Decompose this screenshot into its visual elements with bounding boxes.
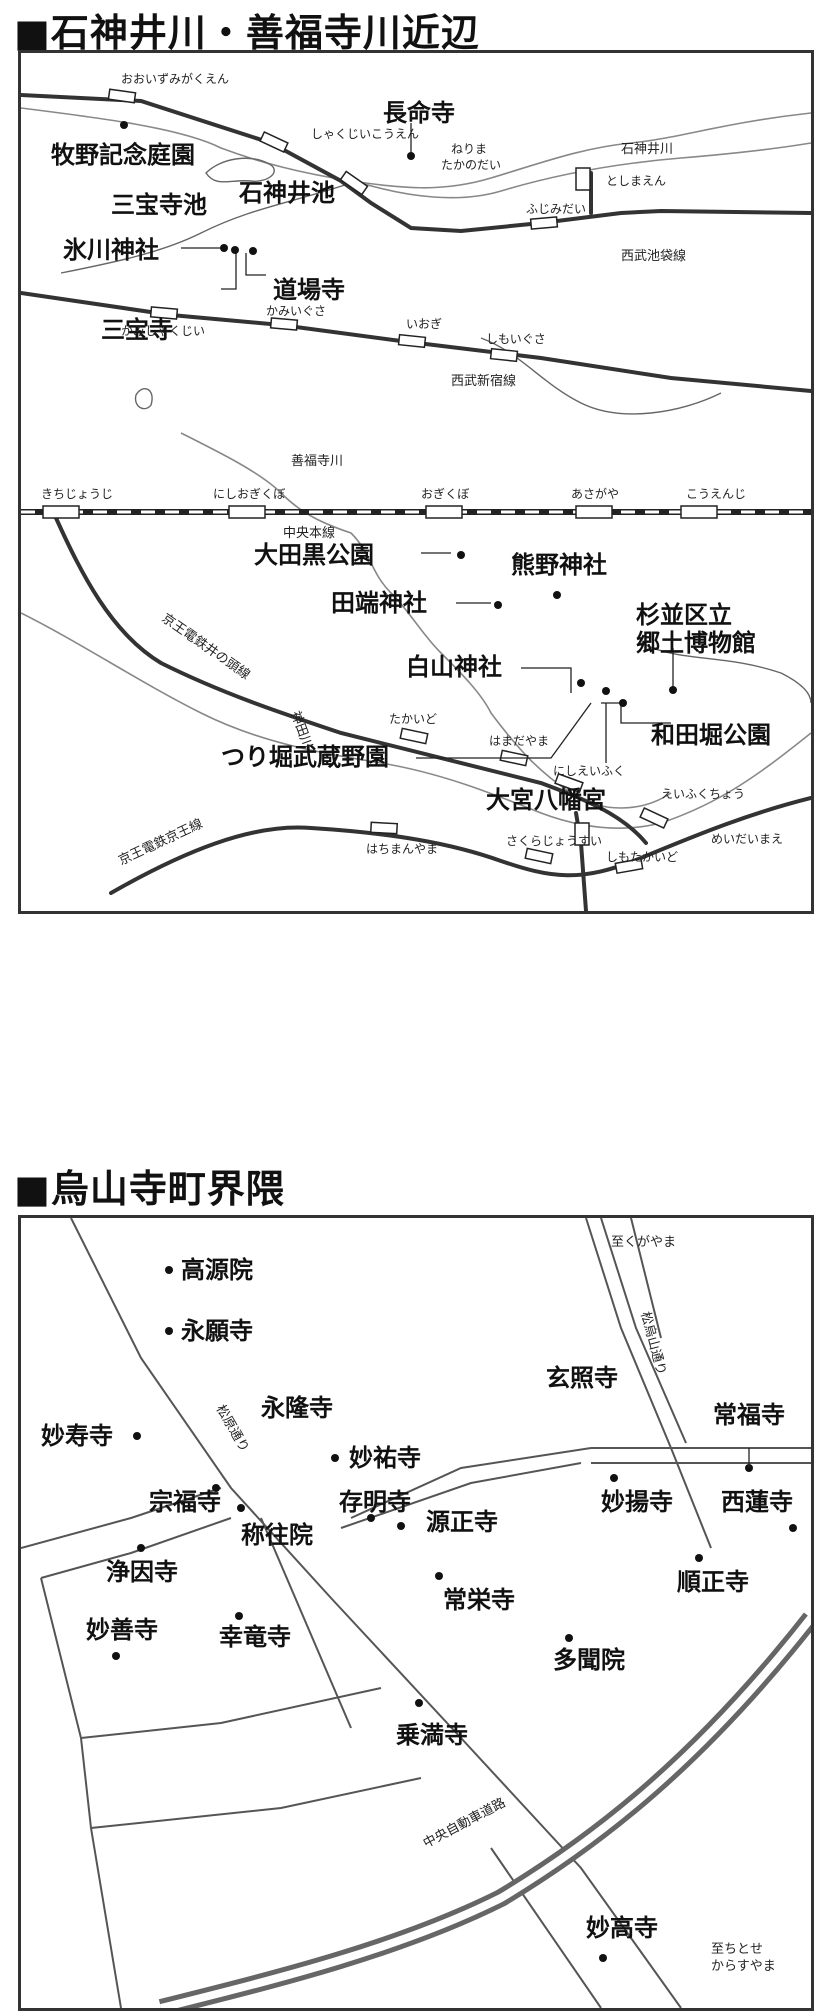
keio-inokashira-line: [54, 516, 648, 845]
station-takaido: たかいど: [389, 712, 437, 726]
station-markers: [42, 88, 718, 875]
map-canvas-1: 牧野記念庭園 長命寺 三宝寺池 石神井池 氷川神社 道場寺 三宝寺 大田黒公園 …: [21, 71, 811, 911]
river-zenpukuji: 善福寺川: [291, 453, 343, 469]
place-dots: [120, 121, 677, 707]
station-asagaya: あさがや: [571, 486, 619, 501]
station-kichijoji: きちじょうじ: [41, 487, 113, 501]
map-canvas-2: 高源院 永願寺 永隆寺 妙寿寺 妙祐寺 玄照寺 常福寺 宗福寺 存明寺 妙揚寺 …: [21, 1218, 811, 2008]
leader-lines: [181, 123, 674, 763]
temple-junshoji: 順正寺: [677, 1568, 749, 1596]
kanda-river: [21, 612, 811, 829]
label-omiya-hachimangu: 大宮八幡宮: [486, 786, 606, 814]
temple-eiryuji: 永隆寺: [261, 1394, 333, 1422]
temple-dots: [112, 1266, 797, 1962]
label-kumano-shrine: 熊野神社: [511, 551, 607, 579]
temple-joeiji: 常栄寺: [443, 1586, 515, 1614]
label-shakujii-pond: 石神井池: [238, 179, 335, 207]
temple-shoojoin: 称往院: [241, 1521, 313, 1549]
line-seibu-ikebukuro: 西武池袋線: [621, 248, 686, 264]
temple-koryuji: 幸竜寺: [219, 1623, 291, 1651]
label-museum-line1: 杉並区立: [636, 601, 732, 629]
station-nishieifuku: にしえいふく: [553, 764, 625, 778]
direction-chitose: 至ちとせ: [711, 1942, 763, 1957]
temple-zonmyoji: 存明寺: [339, 1488, 411, 1516]
label-hikawa-shrine: 氷川神社: [63, 236, 159, 264]
station-kamishakujii: かみしゃくじい: [121, 324, 205, 338]
temple-myokoji: 妙高寺: [586, 1914, 658, 1942]
pond-outline: [205, 157, 275, 183]
line-keio-inokashira: 京王電鉄井の頭線: [159, 610, 253, 683]
street-network: [21, 1218, 811, 2008]
station-fujimidai: ふじみだい: [526, 202, 586, 216]
temple-jomanji: 乗満寺: [396, 1721, 468, 1749]
road-chuo-expressway: 中央自動車道路: [420, 1795, 508, 1852]
river-shakujii: 石神井川: [621, 142, 673, 157]
local-road-2: [480, 337, 722, 415]
label-dojoji: 道場寺: [273, 276, 345, 304]
seibu-ikebukuro-line: [21, 93, 811, 234]
line-chuo: 中央本線: [283, 525, 335, 541]
section2-title: ■烏山寺町界隈: [14, 1167, 285, 1211]
station-nishiogikubo: にしおぎくぼ: [213, 487, 285, 501]
line-seibu-shinjuku: 西武新宿線: [451, 373, 516, 389]
temple-kogenin: 高源院: [181, 1256, 253, 1284]
temple-sofukuji: 宗福寺: [149, 1488, 221, 1516]
temple-tamonin: 多聞院: [553, 1646, 625, 1674]
map-karasuyama-temples: 高源院 永願寺 永隆寺 妙寿寺 妙祐寺 玄照寺 常福寺 宗福寺 存明寺 妙揚寺 …: [18, 1215, 814, 2011]
station-kamiigusa: かみいぐさ: [266, 304, 326, 318]
local-road-3: [640, 642, 811, 704]
temple-myoyoji: 妙揚寺: [601, 1488, 673, 1516]
temple-joinji: 浄因寺: [106, 1558, 178, 1586]
label-hakusan-shrine: 白山神社: [406, 653, 502, 681]
station-hamadayama: はまだやま: [489, 734, 549, 748]
local-road-1: [60, 182, 352, 274]
station-nerima: ねりま: [451, 142, 487, 156]
temple-eiganji: 永願寺: [181, 1317, 253, 1345]
station-oizumi: おおいずみがくえん: [121, 71, 229, 86]
temple-sairenji: 西蓮寺: [721, 1488, 793, 1516]
keio-line: [109, 796, 811, 895]
station-toshimaen: としまえん: [606, 174, 666, 188]
label-sanpoji-pond: 三宝寺池: [111, 191, 207, 219]
temple-genshoji-2: 源正寺: [426, 1508, 498, 1536]
temple-myojuji: 妙寿寺: [41, 1422, 113, 1450]
station-sakurajosui: さくらじょうすい: [506, 834, 602, 848]
station-meidaimae: めいだいまえ: [711, 832, 783, 846]
direction-kugayama: 至くがやま: [611, 1235, 676, 1250]
station-iogi: いおぎ: [406, 317, 442, 331]
label-sanpoji: 三宝寺: [101, 316, 173, 344]
island-outline: [134, 387, 153, 410]
label-museum-line2: 郷土博物館: [636, 629, 756, 657]
label-chomeiji: 長命寺: [383, 99, 455, 127]
station-eifukucho: えいふくちょう: [661, 787, 745, 801]
road-matsubara: 松原通り: [213, 1403, 252, 1456]
label-wadabori-park: 和田堀公園: [651, 721, 771, 749]
station-hachimanyama: はちまんやま: [366, 842, 438, 856]
temple-jofukuji: 常福寺: [713, 1401, 785, 1429]
station-ogikubo: おぎくぼ: [421, 487, 469, 501]
temple-myoyuji: 妙祐寺: [349, 1444, 421, 1472]
station-shakujiikoen: しゃくじいこうえん: [311, 127, 419, 141]
station-takanodai: たかのだい: [441, 158, 501, 172]
shakujii-river: [21, 107, 811, 189]
label-otaguro-park: 大田黒公園: [254, 541, 374, 569]
label-tabata-shrine: 田端神社: [331, 589, 427, 617]
line-keio: 京王電鉄京王線: [116, 816, 205, 869]
temple-genshoji: 玄照寺: [546, 1364, 618, 1392]
station-shimoigusa: しもいぐさ: [486, 332, 546, 346]
direction-karasuyama: からすやま: [711, 1959, 776, 1974]
section1-title: ■石神井川・善福寺川近辺: [14, 11, 480, 55]
temple-myozenji: 妙善寺: [86, 1616, 158, 1644]
expressway-inner: [160, 1615, 811, 2008]
station-shimotakaido: しもたかいど: [606, 850, 678, 864]
station-koenji: こうえんじ: [686, 487, 746, 501]
label-makino-garden: 牧野記念庭園: [51, 141, 195, 169]
map-shakujii-zenpukuji: 牧野記念庭園 長命寺 三宝寺池 石神井池 氷川神社 道場寺 三宝寺 大田黒公園 …: [18, 50, 814, 914]
label-tsuribori: つり堀武蔵野園: [221, 743, 389, 771]
